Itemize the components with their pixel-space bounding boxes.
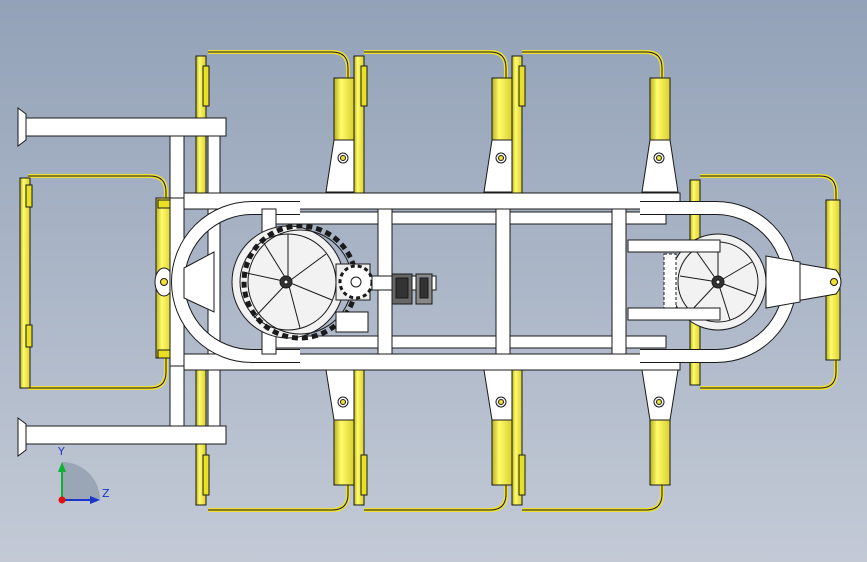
track-module-left (19, 174, 174, 390)
z-axis-label: Z (102, 487, 110, 500)
axis-triad: Y Z (57, 445, 110, 504)
y-axis-arrow-icon (58, 462, 66, 472)
gearbox (335, 263, 374, 333)
z-axis-arrow-icon (90, 496, 100, 504)
drive-motor (371, 273, 437, 305)
drive-wheel (231, 225, 345, 339)
idler-wheel (627, 233, 767, 331)
x-axis-dot (58, 496, 66, 504)
track-module-right (689, 174, 842, 390)
y-axis-label: Y (57, 445, 65, 458)
track-modules-top (195, 50, 679, 207)
track-modules-bottom (195, 354, 679, 512)
main-chassis-frame (171, 192, 801, 371)
